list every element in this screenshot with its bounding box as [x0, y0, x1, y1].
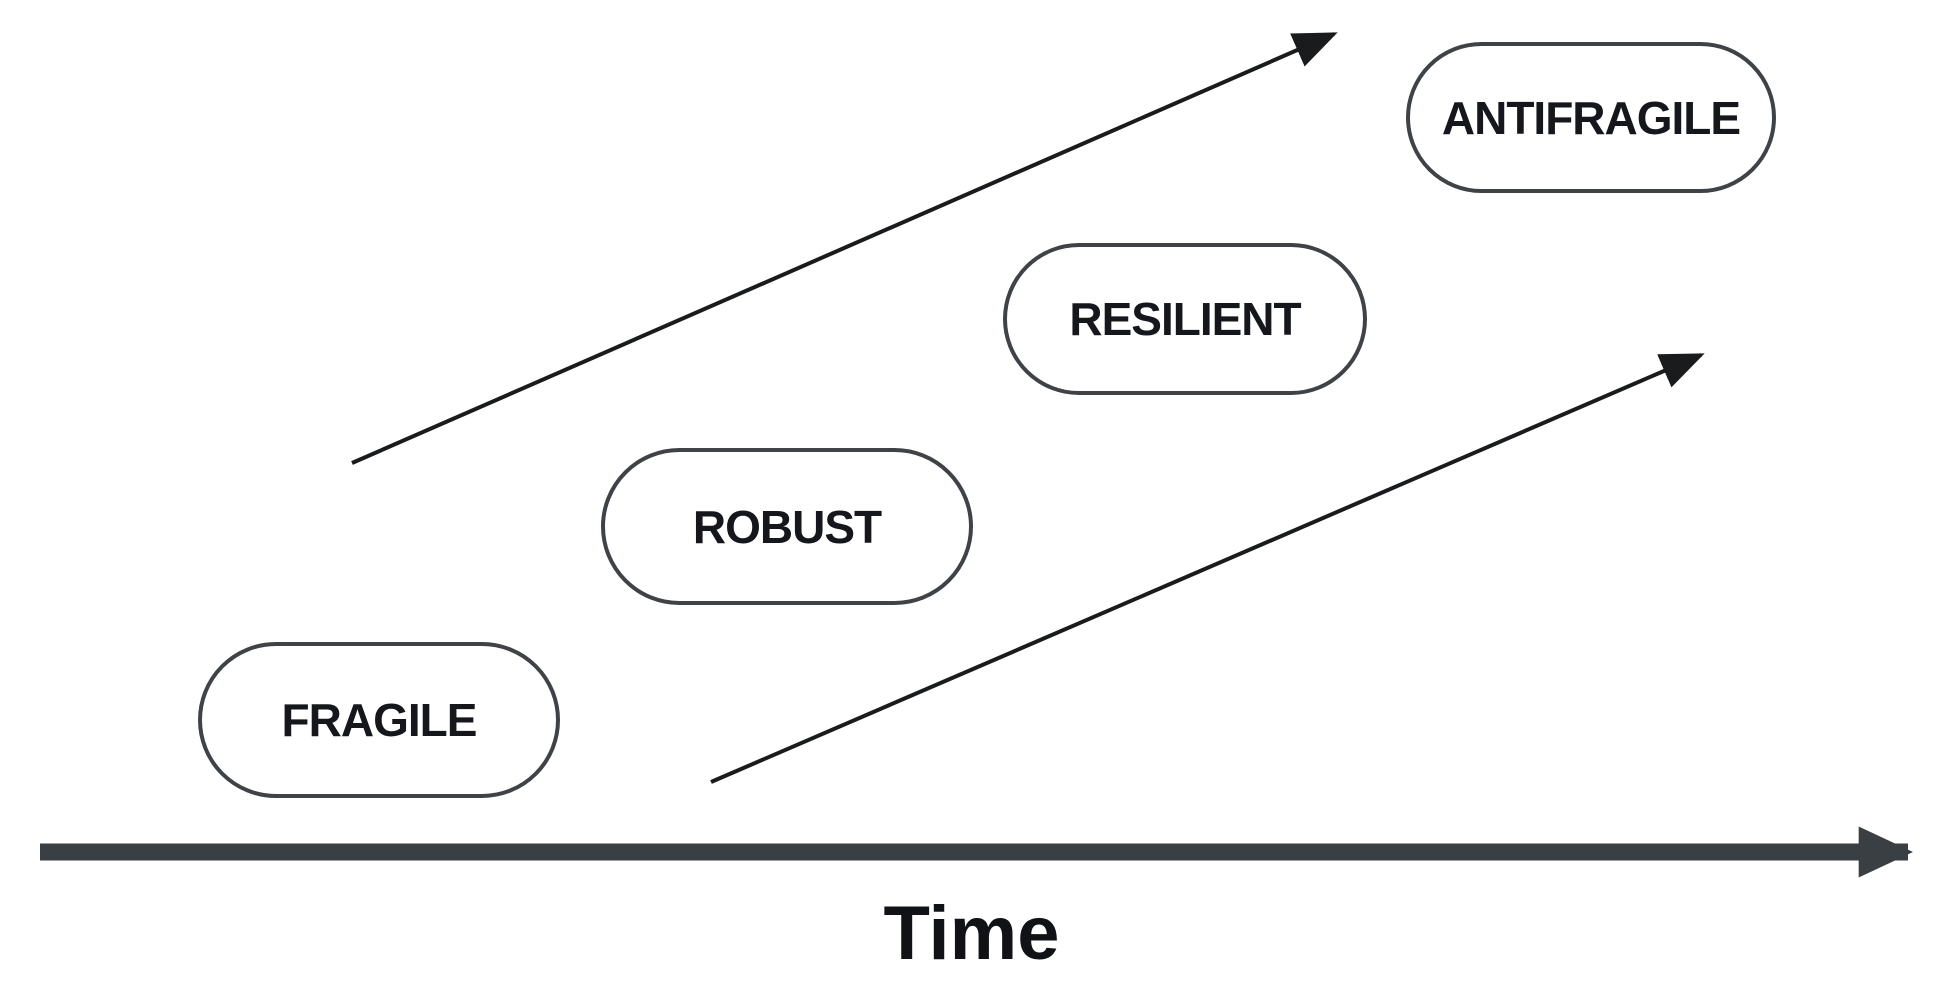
node-resilient: RESILIENT — [1003, 243, 1367, 395]
node-fragile: FRAGILE — [198, 642, 560, 798]
time-axis-label: Time — [883, 891, 1060, 976]
node-resilient-label: RESILIENT — [1069, 293, 1301, 345]
node-robust-label: ROBUST — [692, 500, 882, 553]
node-antifragile: ANTIFRAGILE — [1406, 42, 1776, 193]
node-antifragile-label: ANTIFRAGILE — [1441, 91, 1741, 144]
node-fragile-label: FRAGILE — [281, 694, 478, 746]
upper-trend-arrow — [351, 32, 1338, 465]
node-robust: ROBUST — [601, 448, 973, 605]
lower-trend-arrow — [710, 353, 1705, 784]
